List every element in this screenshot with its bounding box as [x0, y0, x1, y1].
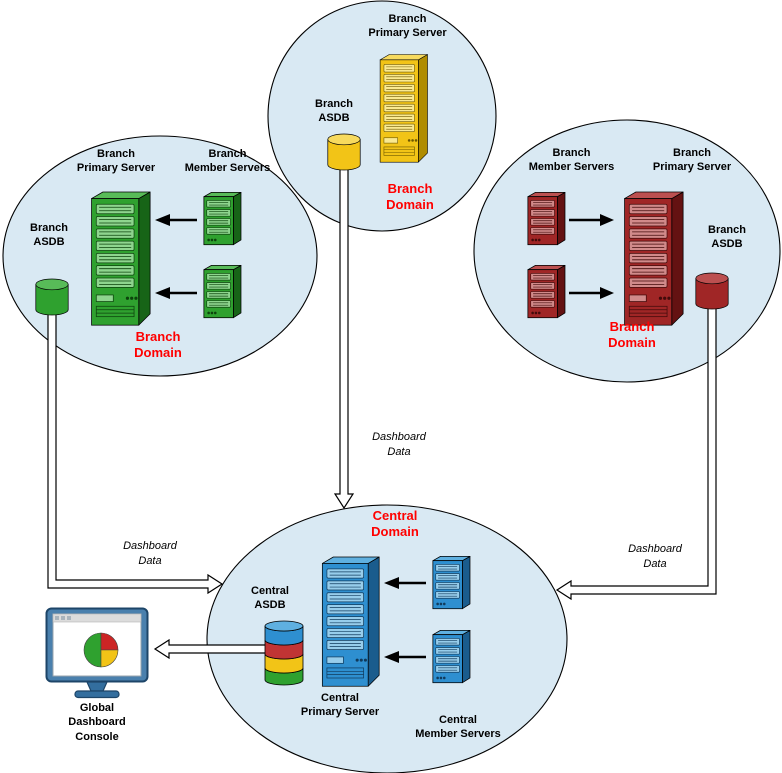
- central-member-server-icon-1: [428, 554, 472, 613]
- branch-asdb-icon-top: [326, 132, 362, 172]
- central-member-to-primary-arrow-1: [384, 577, 426, 589]
- left-domain-label: Branch Domain: [134, 329, 182, 361]
- branch-member-server-icon-left-1: [199, 190, 243, 249]
- left-member-servers-label: Branch Member Servers: [184, 148, 271, 175]
- branch-member-server-icon-right-2: [523, 263, 567, 322]
- branch-primary-server-icon-left: [84, 189, 152, 331]
- right-flow-label: Dashboard Data: [628, 543, 682, 570]
- branch-member-server-icon-right-1: [523, 190, 567, 249]
- branch-member-server-icon-left-2: [199, 263, 243, 322]
- branch-primary-server-icon-top: [374, 52, 429, 167]
- top-flow-label: Dashboard Data: [372, 431, 426, 458]
- right-primary-server-label: Branch Primary Server: [652, 147, 732, 174]
- left-member-to-primary-arrow-1: [155, 214, 197, 226]
- branch-asdb-icon-left: [34, 277, 70, 317]
- left-member-to-primary-arrow-2: [155, 287, 197, 299]
- right-domain-label: Branch Domain: [608, 319, 656, 351]
- branch-asdb-icon-right: [694, 271, 730, 311]
- branch-primary-server-icon-right: [617, 189, 685, 331]
- right-member-to-primary-arrow-2: [569, 287, 614, 299]
- top-domain-label: Branch Domain: [386, 181, 434, 213]
- left-primary-server-label: Branch Primary Server: [76, 148, 156, 175]
- central-primary-server-icon: [315, 554, 381, 692]
- right-dashboard-data-arrow: [555, 302, 717, 601]
- console-data-arrow: [153, 638, 276, 660]
- top-asdb-label: Branch ASDB: [315, 98, 353, 125]
- central-primary-server-label: Central Primary Server: [300, 692, 380, 719]
- console-pie-chart: [83, 632, 119, 668]
- central-member-server-icon-2: [428, 628, 472, 687]
- central-asdb-label: Central ASDB: [251, 585, 289, 612]
- central-domain-ellipse: [206, 504, 568, 773]
- central-member-to-primary-arrow-2: [384, 651, 426, 663]
- dashboard-console-icon: [45, 607, 149, 699]
- top-primary-server-label: Branch Primary Server: [368, 13, 447, 40]
- central-member-servers-label: Central Member Servers: [415, 714, 501, 741]
- left-dashboard-data-arrow: [47, 309, 224, 595]
- top-dashboard-data-arrow: [333, 165, 355, 510]
- central-domain-label: Central Domain: [371, 508, 419, 540]
- console-label: Global Dashboard Console: [68, 702, 126, 743]
- right-member-to-primary-arrow-1: [569, 214, 614, 226]
- right-member-servers-label: Branch Member Servers: [528, 147, 615, 174]
- left-flow-label: Dashboard Data: [123, 540, 177, 567]
- left-asdb-label: Branch ASDB: [30, 222, 68, 249]
- right-asdb-label: Branch ASDB: [708, 224, 746, 251]
- central-asdb-icon: [264, 620, 304, 686]
